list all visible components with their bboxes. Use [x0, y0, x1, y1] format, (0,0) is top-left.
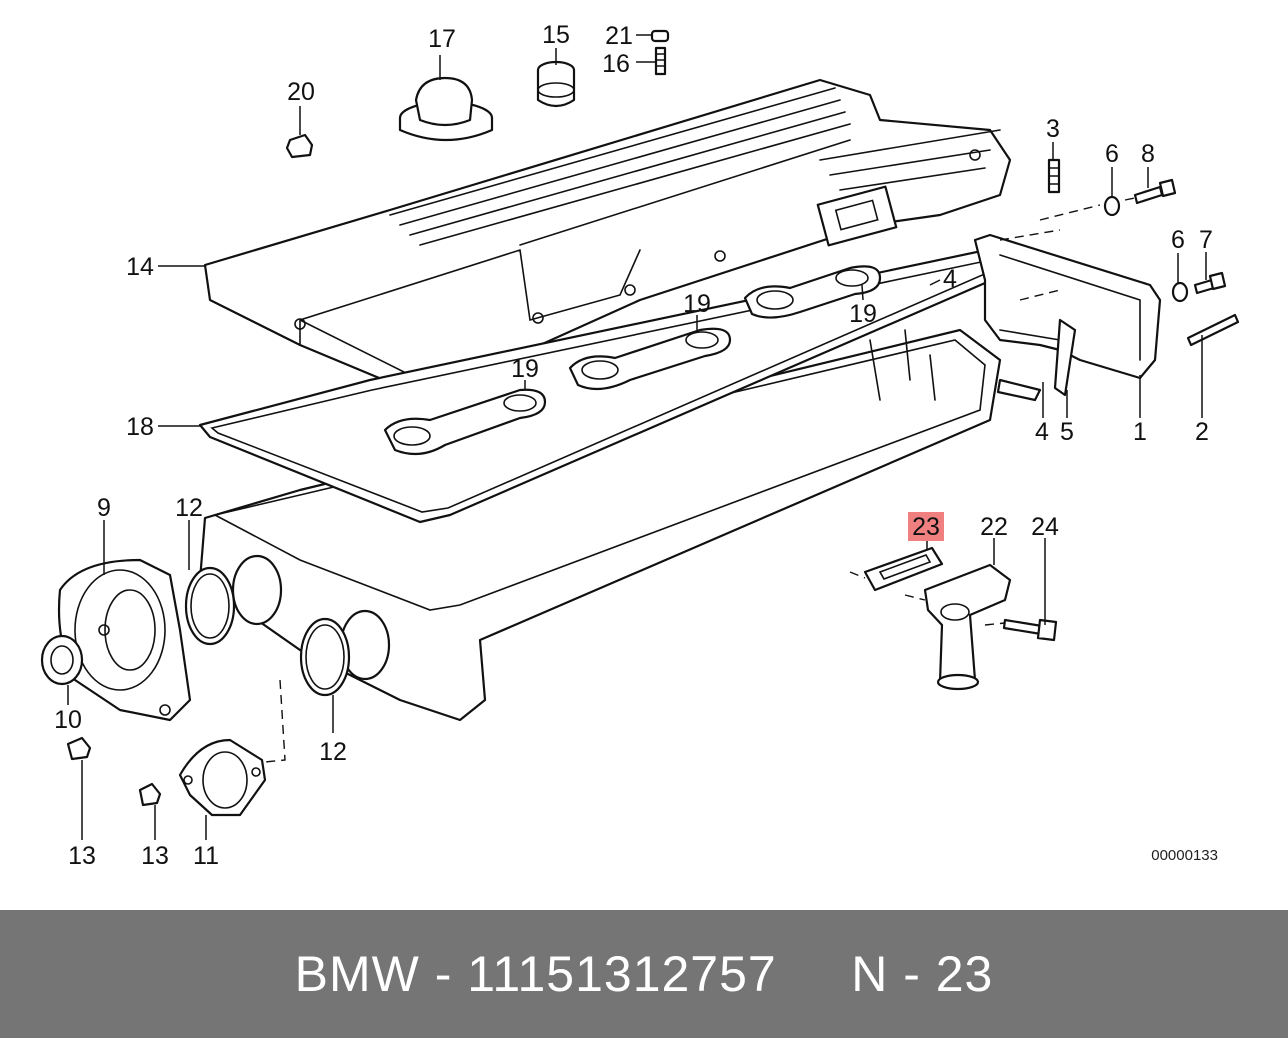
callout-13: 13 — [68, 842, 96, 870]
callout-4b: 4 — [1035, 418, 1049, 446]
stud-3 — [1047, 158, 1061, 194]
callout-6: 6 — [1105, 140, 1119, 168]
stud-2 — [1186, 313, 1240, 347]
callout-19b: 19 — [683, 290, 711, 318]
callout-2: 2 — [1195, 418, 1209, 446]
bolt-8 — [1133, 178, 1177, 205]
front-cover — [57, 558, 192, 722]
callout-8: 8 — [1141, 140, 1155, 168]
elbow-fitting — [923, 563, 1012, 691]
callout-10: 10 — [54, 706, 82, 734]
cap-nut-13 — [66, 736, 92, 761]
gasket-23 — [863, 546, 944, 592]
callout-4: 4 — [943, 265, 957, 293]
position-number: 23 — [935, 946, 994, 1002]
callout-13b: 13 — [141, 842, 169, 870]
bolt-7 — [1193, 271, 1227, 295]
washer — [1171, 281, 1189, 303]
position-prefix: N — [851, 946, 889, 1002]
position-separator: - — [888, 946, 936, 1002]
callout-5: 5 — [1060, 418, 1074, 446]
callout-14: 14 — [126, 253, 154, 281]
highlight-box — [908, 512, 944, 541]
shaft-seal — [40, 634, 84, 686]
part-info-bar: BMW - 11151312757 N - 23 — [0, 910, 1288, 1038]
separator: - — [419, 946, 468, 1002]
brand-name: BMW — [294, 946, 420, 1002]
callout-12b: 12 — [319, 738, 347, 766]
bushing — [536, 60, 576, 108]
gasket-5 — [1053, 318, 1077, 397]
callout-11: 11 — [193, 842, 219, 870]
parts-diagram: 1 2 3 4 4 5 6 6 7 8 9 10 11 12 12 13 13 … — [40, 21, 1240, 870]
spacer — [777, 946, 851, 1002]
timing-cover-plate — [973, 233, 1162, 380]
spark-plug-seals — [383, 265, 882, 456]
callout-20: 20 — [287, 78, 315, 106]
callout-15: 15 — [542, 21, 570, 49]
part-number: 11151312757 — [467, 946, 777, 1002]
callout-18: 18 — [126, 413, 154, 441]
part-info-text: BMW - 11151312757 N - 23 — [295, 945, 994, 1003]
callout-23: 23 — [912, 513, 940, 541]
drawing-code: 00000133 — [1151, 847, 1218, 864]
callout-12: 12 — [175, 494, 203, 522]
callout-1: 1 — [1133, 418, 1147, 446]
callout-16: 16 — [602, 50, 630, 78]
callout-3: 3 — [1046, 115, 1060, 143]
o-ring — [299, 617, 351, 697]
callout-22: 22 — [980, 513, 1008, 541]
callout-labels: 1 2 3 4 4 5 6 6 7 8 9 10 11 12 12 13 13 … — [54, 21, 1213, 870]
callout-24: 24 — [1031, 513, 1059, 541]
exploded-view-drawing: 1 2 3 4 4 5 6 6 7 8 9 10 11 12 12 13 13 … — [40, 21, 1240, 870]
end-cover — [178, 738, 267, 817]
callout-21: 21 — [605, 22, 633, 50]
callout-19: 19 — [511, 355, 539, 383]
cap-nut-13 — [138, 782, 162, 807]
oil-filler-cap — [398, 76, 494, 142]
callout-6b: 6 — [1171, 226, 1185, 254]
callout-7: 7 — [1199, 226, 1213, 254]
valve-cover — [203, 78, 1012, 397]
o-ring — [184, 566, 236, 646]
cap-nut — [285, 133, 314, 159]
bolt-24 — [1002, 618, 1058, 642]
washer — [1103, 195, 1121, 217]
callout-19c: 19 — [849, 300, 877, 328]
callout-9: 9 — [97, 494, 111, 522]
leader-lines — [67, 34, 1207, 840]
callout-17: 17 — [428, 25, 456, 53]
nut-and-stud — [650, 29, 670, 76]
